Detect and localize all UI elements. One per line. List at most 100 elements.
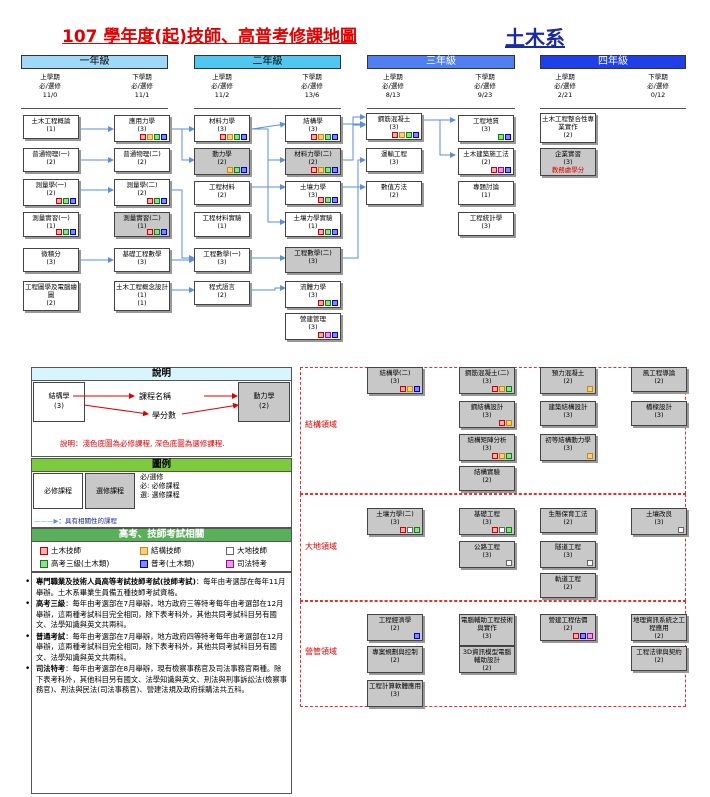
exam-icons xyxy=(220,134,247,140)
course-box[interactable]: 微積分(3) xyxy=(23,248,79,272)
course-box[interactable]: 測量學(一)(2) xyxy=(23,179,79,206)
divider xyxy=(21,108,168,109)
legend-elective: 選修課程 xyxy=(85,473,135,509)
exam-icons xyxy=(587,386,593,392)
course-box[interactable]: 工程法律與契約(2) xyxy=(631,646,687,671)
course-box[interactable]: 風工程導論(2) xyxy=(631,367,687,392)
exam-item-geotech: 大地技師 xyxy=(226,545,267,556)
course-box[interactable]: 土壤改良(3) xyxy=(631,508,687,535)
exam-icons xyxy=(573,633,593,639)
course-box[interactable]: 專案規劃與控制(2) xyxy=(367,646,423,673)
course-box[interactable]: 營建工程估價(2) xyxy=(540,614,596,641)
department-name: 土木系 xyxy=(505,26,565,50)
course-box[interactable]: 結構矩陣分析(3) xyxy=(459,434,515,461)
course-box[interactable]: 工程材料實驗(1) xyxy=(194,212,250,237)
note-item: 高考三級：每年由考選部在7月舉辦，地方政府三等特考每年由考選部在12月舉辦，這兩… xyxy=(25,599,288,631)
course-box[interactable]: 土壤力學(3) xyxy=(285,181,341,205)
legend-key: 必/選修必: 必修課程選: 選修課程 xyxy=(140,473,180,499)
course-box[interactable]: 工程地質(3) xyxy=(458,115,514,142)
note-item: 專門職業及技術人員高等考試技師考試(技師考試)：每年由考選部在每年11月舉辦。土… xyxy=(25,577,288,598)
course-box[interactable]: 普通物理(一)(2) xyxy=(23,148,79,172)
structure-domain-label: 結構領域 xyxy=(305,420,337,429)
divider xyxy=(194,108,341,109)
course-box[interactable]: 工程材料(2) xyxy=(194,181,250,205)
course-box[interactable]: 數值方法(2) xyxy=(366,181,422,205)
course-box[interactable]: 專題討論(1) xyxy=(458,181,514,205)
course-box[interactable]: 運輸工程(3) xyxy=(366,148,422,172)
course-box[interactable]: 營建管理(3) xyxy=(285,313,341,340)
course-box[interactable]: 軌道工程(2) xyxy=(540,573,596,598)
exam-icons xyxy=(147,229,167,235)
course-box[interactable]: 材料力學(3) xyxy=(194,115,250,142)
course-box[interactable]: 電腦輔助工程技術與實作(3) xyxy=(459,614,515,646)
course-box[interactable]: 工程圖學及電腦繪圖(2) xyxy=(23,281,79,311)
course-box[interactable]: 測量實習(一)(1) xyxy=(23,212,79,237)
explain-example-required: 結構學 (3) xyxy=(33,382,85,422)
course-box[interactable]: 材料力學(二)(2) xyxy=(285,148,341,175)
course-box[interactable]: 建築結構設計(3) xyxy=(540,401,596,426)
exam-item-general: 普考(土木類) xyxy=(140,558,194,569)
course-box[interactable]: 工程數學(一)(3) xyxy=(194,248,250,272)
exam-icons xyxy=(318,197,338,203)
explain-note: 說明：淺色底圖為必修課程, 深色底圖為選修課程. xyxy=(60,439,225,448)
course-box[interactable]: 土壤力學(二)(3) xyxy=(367,508,423,535)
course-box[interactable]: 生態保育工法(2) xyxy=(540,508,596,533)
course-box[interactable]: 流體力學(3) xyxy=(285,281,341,308)
course-box[interactable]: 鋼筋混凝土(二)(3) xyxy=(459,367,515,394)
exam-icons xyxy=(498,134,511,140)
course-box[interactable]: 地理資訊系統之工程應用(2) xyxy=(631,614,687,641)
course-box[interactable]: 橋樑設計(3) xyxy=(631,401,687,426)
course-box[interactable]: 工程數學(二)(3) xyxy=(285,247,341,273)
course-box[interactable]: 土木工程概念設計(1)(1) xyxy=(114,281,170,311)
course-box[interactable]: 土壤力學實驗(1) xyxy=(285,212,341,237)
course-box[interactable]: 動力學(2) xyxy=(194,148,250,175)
exam-header: 高考、技師考試相關 xyxy=(32,529,291,542)
exam-icons xyxy=(318,300,338,306)
course-box[interactable]: 普通物理(二)(2) xyxy=(114,148,170,172)
course-box[interactable]: 3D資訊模型電腦輔助設計(2) xyxy=(459,646,515,673)
course-box[interactable]: 初等結構動力學(3) xyxy=(540,434,596,461)
course-box[interactable]: 工程經濟學(2) xyxy=(367,614,423,641)
exam-icons xyxy=(414,633,420,639)
exam-icons xyxy=(147,198,167,204)
course-box[interactable]: 基礎工程數學(3) xyxy=(114,248,170,272)
geo-domain-label: 大地領域 xyxy=(305,542,337,551)
course-box[interactable]: 鋼結構設計(3) xyxy=(459,401,515,428)
course-box[interactable]: 結構實驗(2) xyxy=(459,466,515,491)
course-box[interactable]: 隧道工程(3) xyxy=(540,541,596,568)
course-box[interactable]: 公路工程(3) xyxy=(459,541,515,568)
course-box[interactable]: 土木工程整合性專業實作(2) xyxy=(540,113,596,143)
internship-note: 教務處學分 xyxy=(551,166,585,174)
course-box[interactable]: 土木建築施工法(2) xyxy=(458,148,514,175)
course-box[interactable]: 土木工程概論(1) xyxy=(23,115,79,139)
exam-icons xyxy=(492,386,512,392)
course-box[interactable]: 測量學(二)(2) xyxy=(114,179,170,206)
course-box[interactable]: 企業實習(3)教務處學分 xyxy=(540,148,596,176)
year-header-4: 四年級 xyxy=(540,55,686,69)
course-box[interactable]: 測量實習(二)(1) xyxy=(114,212,170,237)
explain-example-elective: 動力學 (2) xyxy=(238,382,290,422)
course-box[interactable]: 預力混凝土(2) xyxy=(540,367,596,394)
legend-panel: 圖例 xyxy=(31,458,292,528)
explain-header: 說明 xyxy=(32,368,291,381)
construction-domain-label: 營管領域 xyxy=(305,647,337,656)
exam-icons xyxy=(318,229,338,235)
explain-credits: 學分數 xyxy=(152,411,176,420)
course-box[interactable]: 結構學(二)(3) xyxy=(367,367,423,394)
exam-icons xyxy=(318,332,338,338)
course-box[interactable]: 程式語言(2) xyxy=(194,281,250,305)
course-box[interactable]: 工程計算軟體應用(3) xyxy=(367,680,423,707)
exam-icons xyxy=(56,229,76,235)
course-box[interactable]: 結構學(3) xyxy=(285,115,341,142)
course-box[interactable]: 基礎工程(3) xyxy=(459,508,515,535)
course-box[interactable]: 應用力學(3) xyxy=(114,115,170,142)
note-item: 普通考試：每年由考選部在7月舉辦，地方政府四等特考每年由考選部在12月舉辦，這兩… xyxy=(25,632,288,664)
exam-item-senior: 高考三級(土木類) xyxy=(40,558,109,569)
course-box[interactable]: 工程統計學(3) xyxy=(458,212,514,236)
course-box[interactable]: 鋼筋混凝土(3) xyxy=(366,113,422,140)
exam-icons xyxy=(491,167,511,173)
